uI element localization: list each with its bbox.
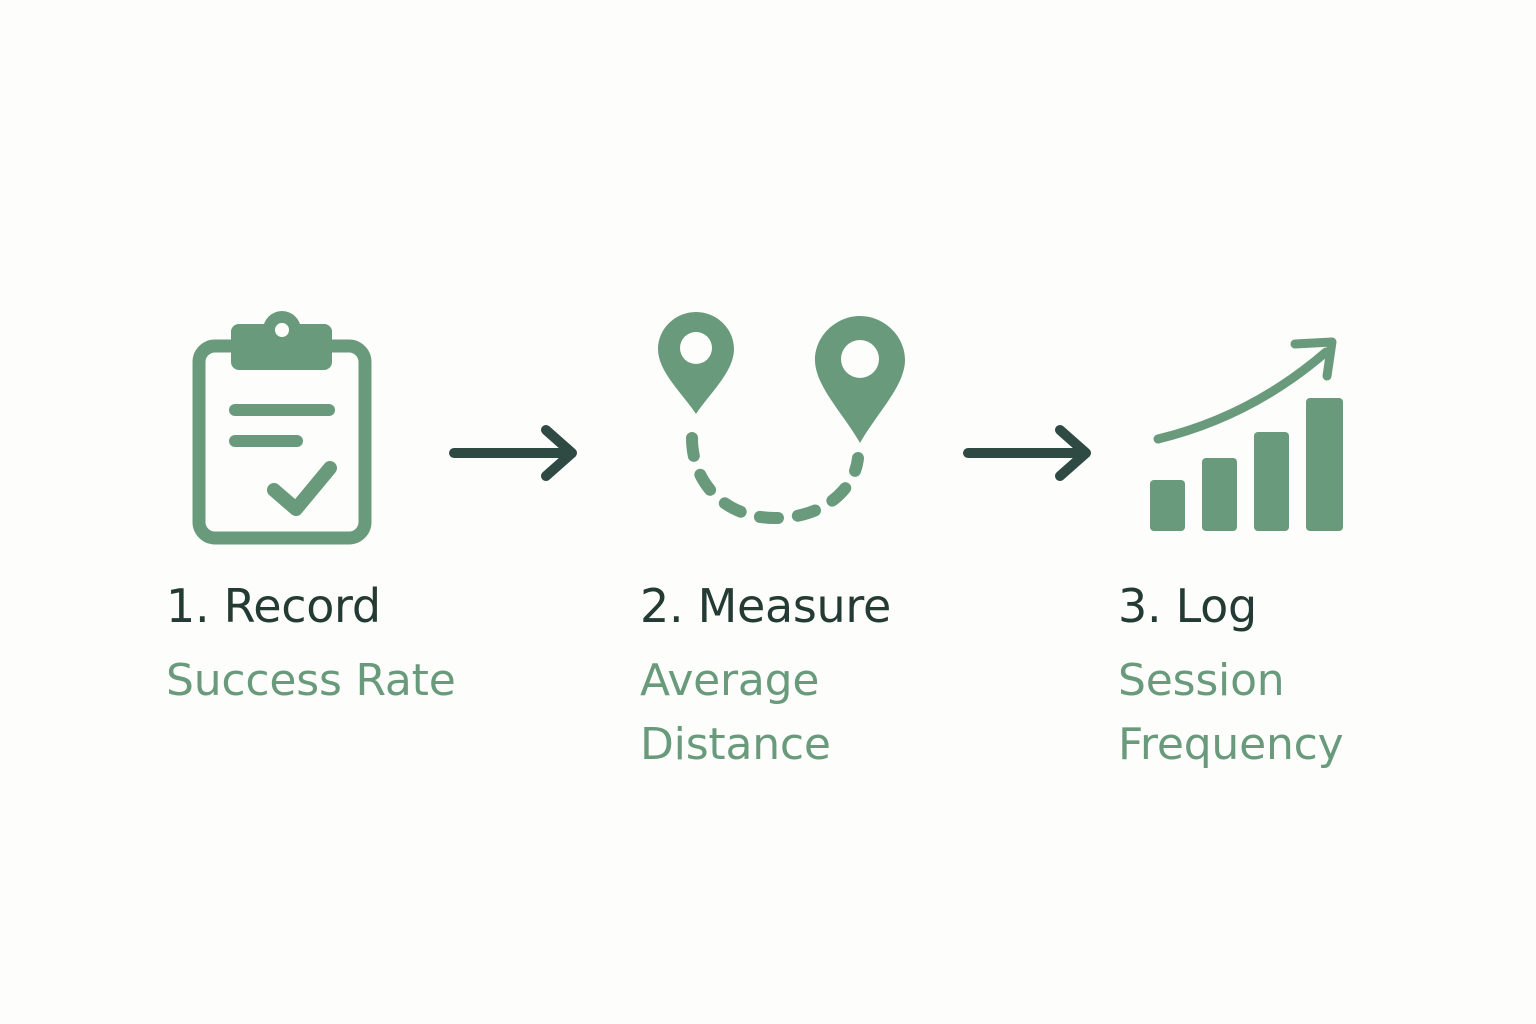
clipboard-check-icon [188, 310, 376, 548]
step-1-subtitle-line: Success Rate [166, 655, 456, 706]
arrow-right-icon [448, 422, 582, 484]
map-pins-route-icon [650, 308, 910, 528]
step-3-subtitle: Session Frequency [1118, 649, 1344, 777]
step-1: 1. Record Success Rate [166, 583, 456, 713]
step-3-subtitle-line-2: Frequency [1118, 719, 1344, 770]
step-1-title: 1. Record [166, 579, 381, 633]
arrow-right-icon [962, 422, 1096, 484]
step-3: 3. Log Session Frequency [1118, 583, 1344, 777]
step-1-subtitle: Success Rate [166, 649, 456, 713]
step-2-subtitle-line-2: Distance [640, 719, 831, 770]
step-2-subtitle-line-1: Average [640, 655, 820, 706]
step-3-title: 3. Log [1118, 579, 1257, 633]
step-2-subtitle: Average Distance [640, 649, 891, 777]
step-2-title: 2. Measure [640, 579, 892, 633]
bar-chart-growth-icon [1140, 330, 1354, 536]
step-3-subtitle-line-1: Session [1118, 655, 1285, 706]
step-2: 2. Measure Average Distance [640, 583, 891, 777]
